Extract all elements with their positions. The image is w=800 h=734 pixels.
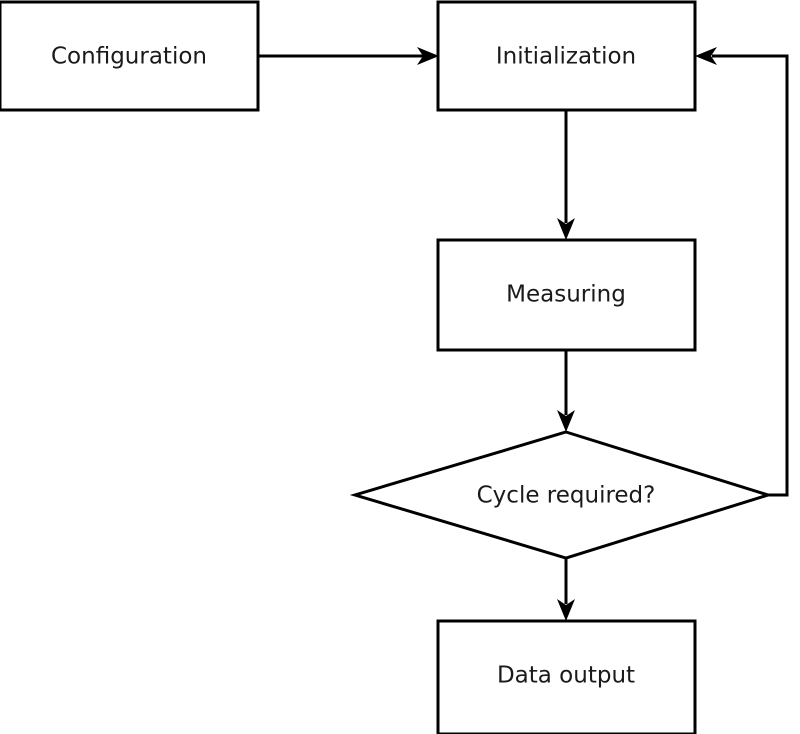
node-configuration[interactable]: Configuration xyxy=(0,0,260,112)
edge-line xyxy=(712,54,789,497)
node-shape-rectangle xyxy=(436,0,697,112)
node-label-configuration: Configuration xyxy=(51,44,207,70)
arrowhead-icon xyxy=(557,599,575,621)
edge-configuration-to-initialization xyxy=(258,47,439,65)
arrowhead-icon xyxy=(417,47,439,65)
node-shape-diamond xyxy=(349,430,774,560)
edge-cycle-required-to-data-output xyxy=(557,558,575,621)
node-initialization[interactable]: Initialization xyxy=(436,0,697,112)
node-label-initialization: Initialization xyxy=(496,44,636,70)
node-label-measuring: Measuring xyxy=(506,282,626,308)
edge-measuring-to-cycle-required xyxy=(557,350,575,432)
node-measuring[interactable]: Measuring xyxy=(436,238,697,352)
arrowhead-icon xyxy=(557,218,575,240)
arrowhead-icon xyxy=(557,410,575,432)
node-label-cycle-required: Cycle required? xyxy=(477,483,656,509)
node-cycle-required[interactable]: Cycle required? xyxy=(349,430,774,560)
arrowhead-icon xyxy=(695,47,717,65)
node-shape-rectangle xyxy=(436,619,697,734)
node-label-data-output: Data output xyxy=(497,663,635,689)
node-shape-rectangle xyxy=(0,0,260,112)
edge-cycle-required-to-initialization-feedback xyxy=(695,47,789,497)
node-shape-rectangle xyxy=(436,238,697,352)
node-data-output[interactable]: Data output xyxy=(436,619,697,734)
edge-initialization-to-measuring xyxy=(557,110,575,240)
